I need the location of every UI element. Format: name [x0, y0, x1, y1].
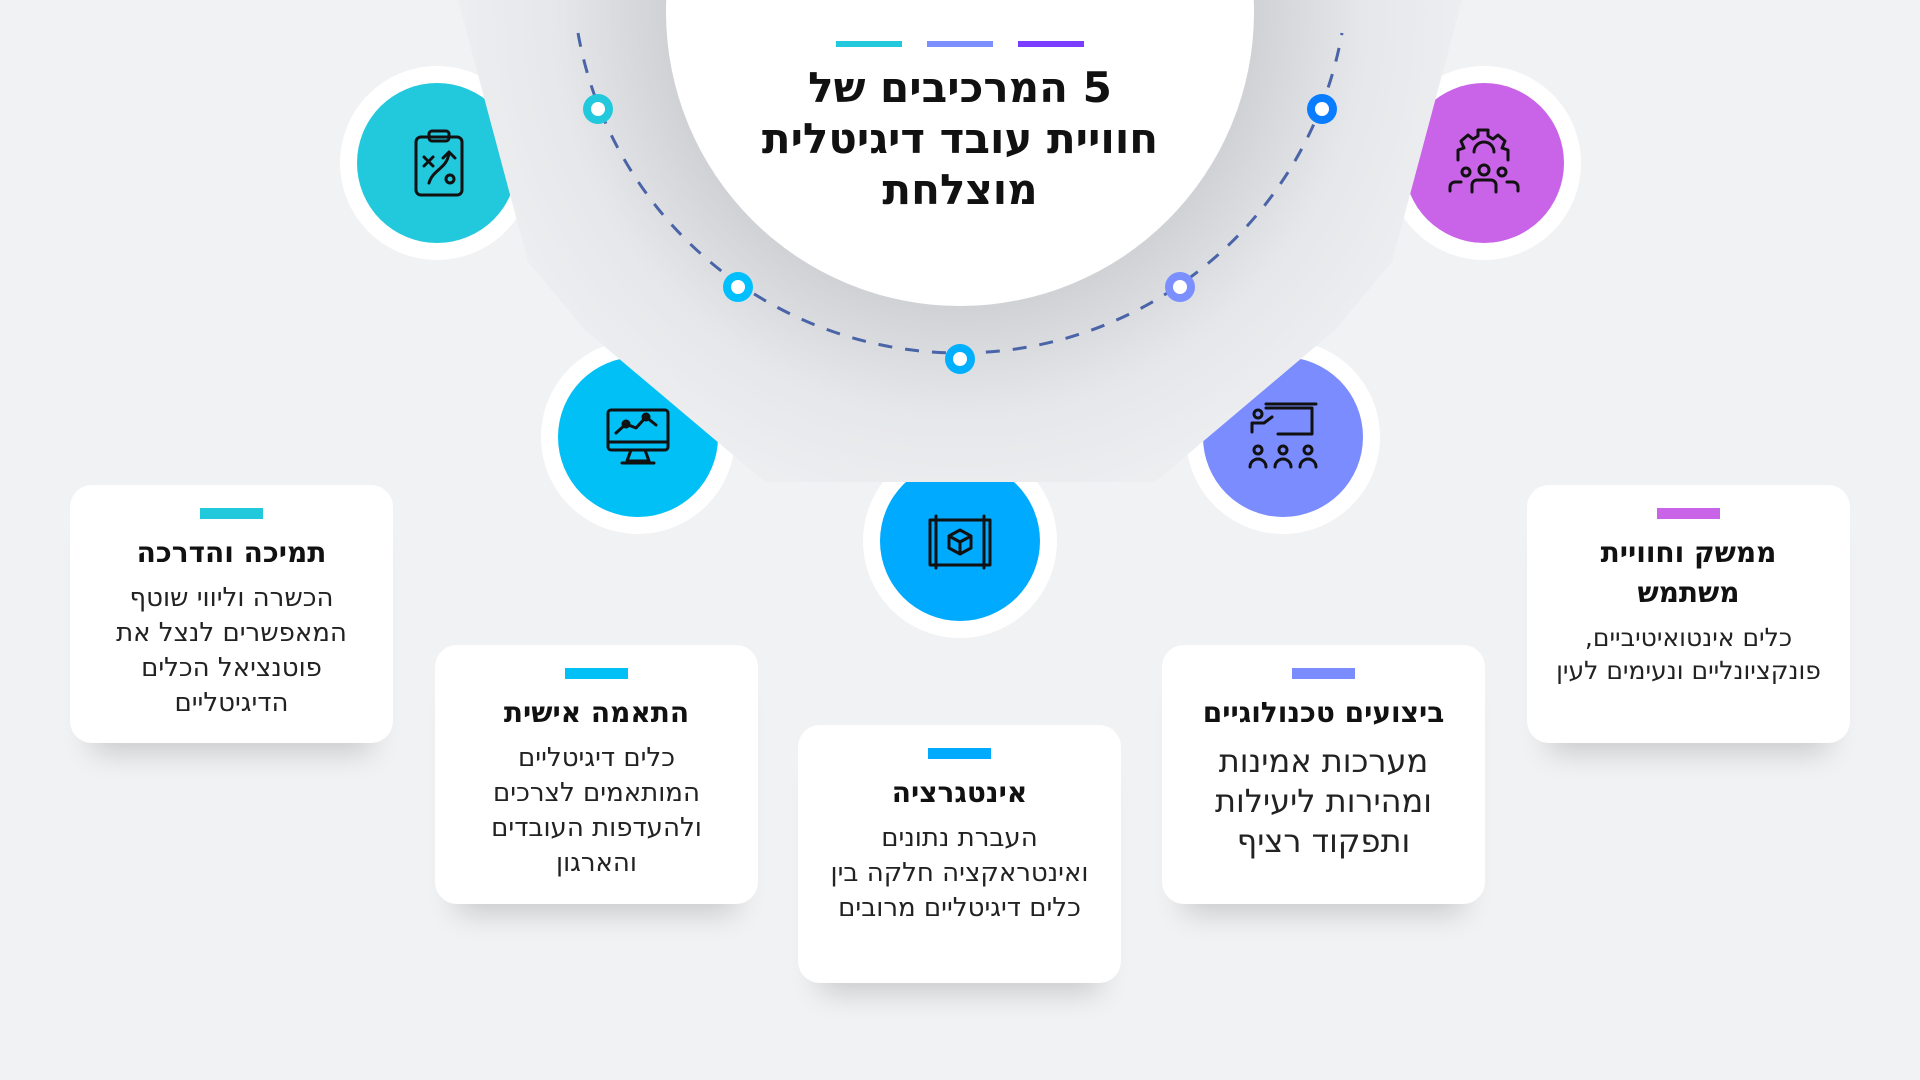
presentation-team-icon	[1248, 402, 1318, 469]
card-ux: ממשק וחוויית משתמש כלים אינטואיטיביים, פ…	[1527, 485, 1850, 743]
card-performance: ביצועים טכנולוגיים מערכות אמינות ומהירות…	[1162, 645, 1485, 904]
card-accent-bar	[1657, 508, 1720, 519]
arc-dot	[723, 272, 753, 302]
card-title: אינטגרציה	[891, 776, 1028, 809]
card-body: כלים דיגיטליים המותאמים לצרכים ולהעדפות …	[491, 743, 702, 878]
card-body: כלים אינטואיטיביים, פונקציונליים ונעימים…	[1556, 623, 1821, 685]
card-accent-bar	[565, 668, 628, 679]
card-title: ממשק וחוויית משתמש	[1600, 536, 1777, 609]
card-support: תמיכה והדרכה הכשרה וליווי שוטף המאפשרים …	[70, 485, 393, 743]
gear-team-icon	[1448, 128, 1520, 194]
card-title: ביצועים טכנולוגיים	[1202, 696, 1445, 729]
card-accent-bar	[928, 748, 991, 759]
arc-dot	[583, 94, 613, 124]
title-bar-periwinkle	[927, 41, 993, 47]
card-title: התאמה אישית	[503, 696, 690, 729]
card-title: תמיכה והדרכה	[136, 536, 327, 569]
card-body: מערכות אמינות ומהירות ליעילות ותפקוד רצי…	[1215, 742, 1432, 860]
title-bar-violet	[1018, 41, 1084, 47]
title-circle	[666, 0, 1254, 306]
blueprint-cube-icon	[928, 514, 992, 570]
card-body: הכשרה וליווי שוטף המאפשרים לנצל את פוטנצ…	[116, 583, 347, 718]
card-integration: אינטגרציה העברת נתונים ואינטראקציה חלקה …	[798, 725, 1121, 983]
arc-dot	[1165, 272, 1195, 302]
title-bar-teal	[836, 41, 902, 47]
icon-circle-support	[340, 66, 534, 260]
icon-circle-ux	[1387, 66, 1581, 260]
card-personalization: התאמה אישית כלים דיגיטליים המותאמים לצרכ…	[435, 645, 758, 904]
page-title: 5 המרכיבים של חוויית עובד דיגיטלית מוצלח…	[761, 63, 1159, 214]
monitor-chart-icon	[606, 408, 670, 465]
arc-dot	[1307, 94, 1337, 124]
clipboard-strategy-icon	[414, 129, 464, 197]
arc-dot	[945, 344, 975, 374]
card-accent-bar	[1292, 668, 1355, 679]
card-accent-bar	[200, 508, 263, 519]
card-body: העברת נתונים ואינטראקציה חלקה בין כלים ד…	[830, 823, 1089, 923]
